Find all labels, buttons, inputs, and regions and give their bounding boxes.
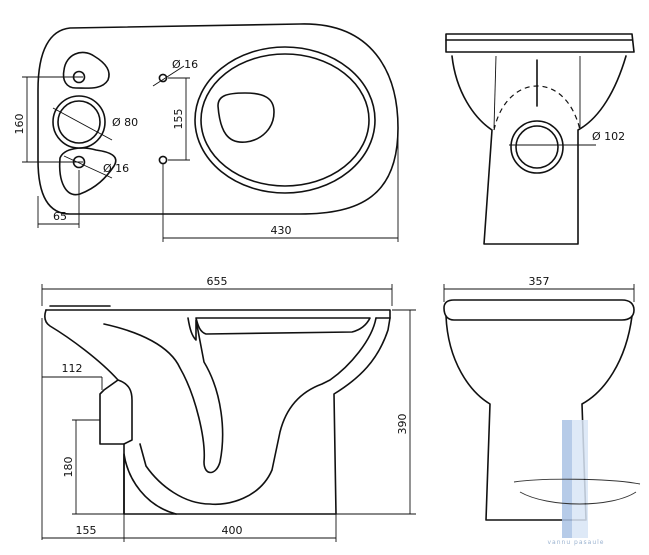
side-view-bowl-inner (139, 317, 377, 506)
bowl-drain (217, 92, 275, 143)
watermark-text: vannu pasaule (548, 539, 605, 546)
side-view-dimensions: 655 112 180 155 400 390 (41, 275, 416, 542)
back-view-outlet-outer (510, 120, 564, 174)
side-view-outlet-spigot (117, 379, 133, 445)
dim-label-180: 180 (62, 457, 75, 478)
mount-lobe-upper (62, 51, 110, 89)
dim-label-655: 655 (207, 275, 228, 288)
small-hole-diameter-line (63, 155, 113, 179)
front-view (443, 299, 635, 521)
side-view-outer-shell (44, 309, 391, 515)
top-view-dimensions: 160 65 430 155 Ø 16 Ø 80 Ø 16 (13, 58, 399, 242)
back-view-rim (445, 33, 635, 53)
dim-label-outlet: Ø 102 (592, 130, 625, 143)
dim-label-357: 357 (529, 275, 550, 288)
side-view (44, 305, 391, 515)
dim-label-hole-small-bottom: Ø 16 (103, 162, 129, 175)
bowl-rim-outer (194, 46, 376, 194)
dim-label-hole-small-top: Ø 16 (172, 58, 198, 71)
dim-label-155: 155 (172, 109, 185, 130)
front-view-bowl (445, 315, 633, 521)
top-view-outline (37, 23, 399, 215)
dim-label-155-base: 155 (76, 524, 97, 537)
side-view-trapway (103, 317, 224, 474)
watermark-arc (513, 478, 641, 485)
back-view-edge (493, 55, 497, 129)
dim-label-430: 430 (271, 224, 292, 237)
back-view-hidden-trap (493, 85, 581, 131)
dim-label-65: 65 (53, 210, 67, 223)
side-view-rim (45, 309, 391, 319)
fixing-hole-upper (158, 73, 168, 83)
mount-hole-large (52, 95, 106, 149)
watermark-arc (519, 491, 637, 505)
large-hole-diameter-line (52, 107, 113, 141)
front-view-rim (443, 299, 635, 321)
fixing-hole-lower (158, 155, 168, 165)
dim-label-112: 112 (62, 362, 83, 375)
dim-label-390: 390 (396, 414, 409, 435)
dim-label-hole-large: Ø 80 (112, 116, 138, 129)
dim-label-400: 400 (222, 524, 243, 537)
back-view-outlet-inner (515, 125, 559, 169)
side-view-inner-rim (195, 317, 371, 335)
back-view-body (451, 55, 627, 245)
mount-hole-large-inner (57, 100, 101, 144)
bowl-rim-inner (200, 53, 370, 187)
front-view-dimensions: 357 (443, 275, 635, 302)
top-view (37, 23, 399, 215)
dim-label-160: 160 (13, 114, 26, 135)
back-view: Ø 102 (445, 33, 635, 245)
fixing-hole-diameter-line (152, 65, 185, 87)
side-view-base (123, 453, 177, 515)
watermark: vannu pasaule (513, 420, 641, 546)
